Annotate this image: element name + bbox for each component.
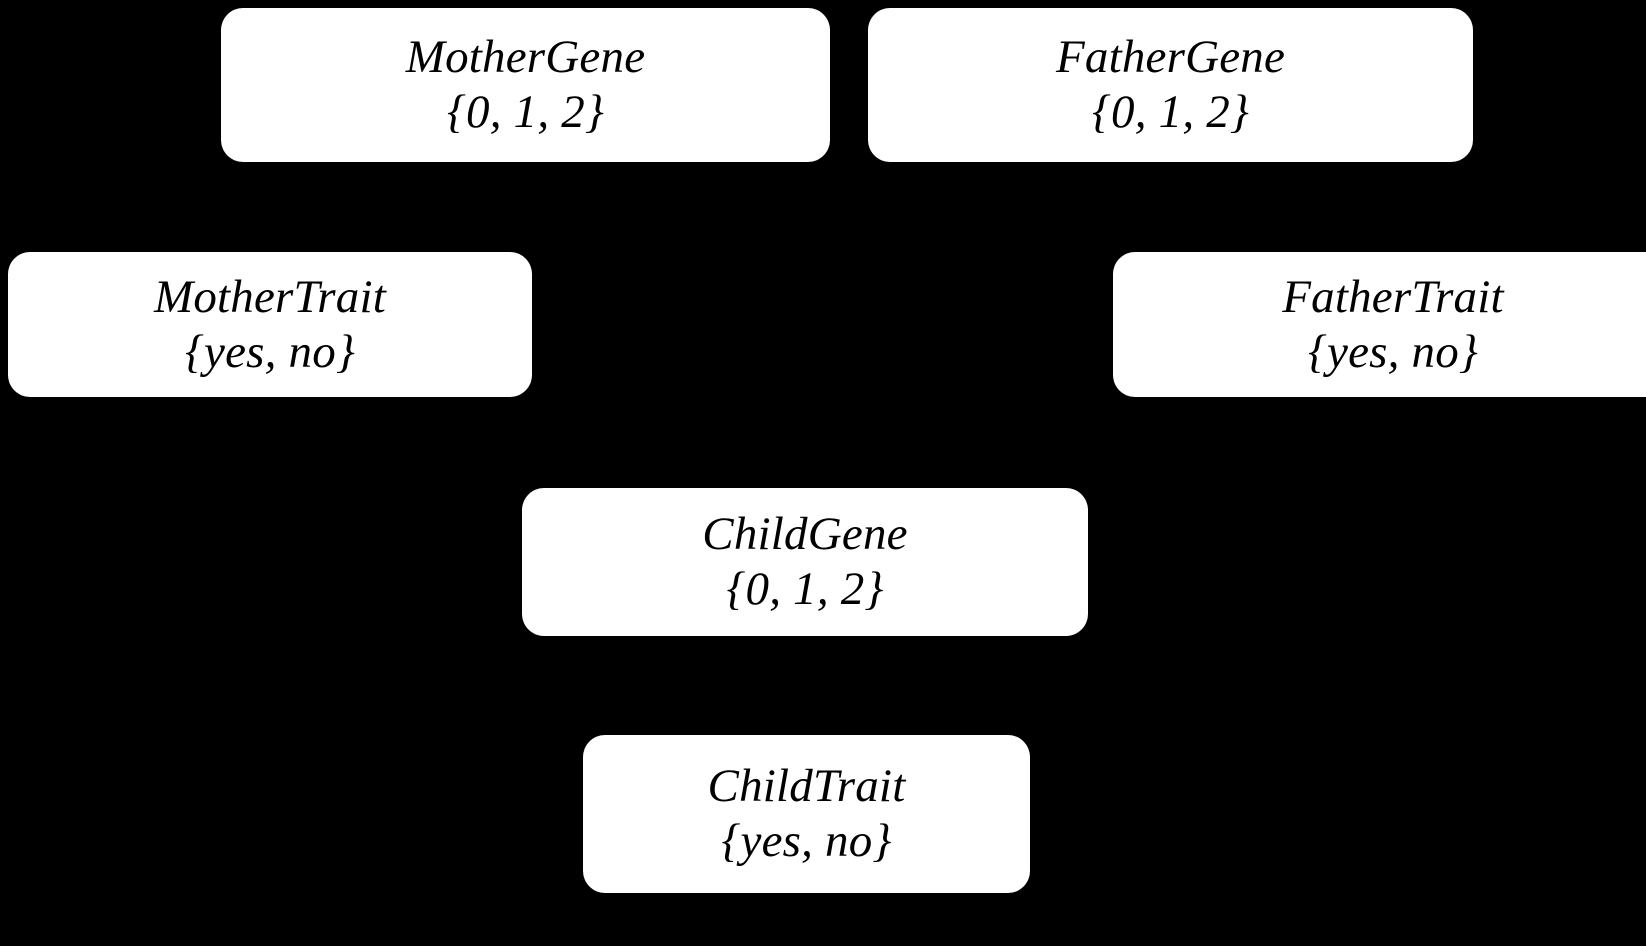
node-mother-trait-domain: {yes, no} xyxy=(185,325,355,378)
node-father-gene[interactable]: FatherGene {0, 1, 2} xyxy=(868,8,1473,162)
node-child-trait-title: ChildTrait xyxy=(707,760,906,813)
node-father-trait-domain: {yes, no} xyxy=(1308,325,1478,378)
node-mother-gene-domain: {0, 1, 2} xyxy=(447,86,604,138)
node-mother-trait[interactable]: MotherTrait {yes, no} xyxy=(8,252,532,397)
node-mother-trait-title: MotherTrait xyxy=(153,270,386,323)
node-father-gene-title: FatherGene xyxy=(1055,31,1286,84)
node-child-gene-domain: {0, 1, 2} xyxy=(726,563,884,615)
node-father-trait[interactable]: FatherTrait {yes, no} xyxy=(1113,252,1646,397)
node-mother-gene-title: MotherGene xyxy=(405,31,646,84)
node-child-trait[interactable]: ChildTrait {yes, no} xyxy=(583,735,1030,893)
node-father-gene-domain: {0, 1, 2} xyxy=(1092,86,1249,138)
node-mother-gene[interactable]: MotherGene {0, 1, 2} xyxy=(221,8,830,162)
node-child-gene-title: ChildGene xyxy=(702,508,908,561)
node-child-gene[interactable]: ChildGene {0, 1, 2} xyxy=(522,488,1088,636)
node-father-trait-title: FatherTrait xyxy=(1282,270,1504,323)
node-child-trait-domain: {yes, no} xyxy=(721,815,892,867)
